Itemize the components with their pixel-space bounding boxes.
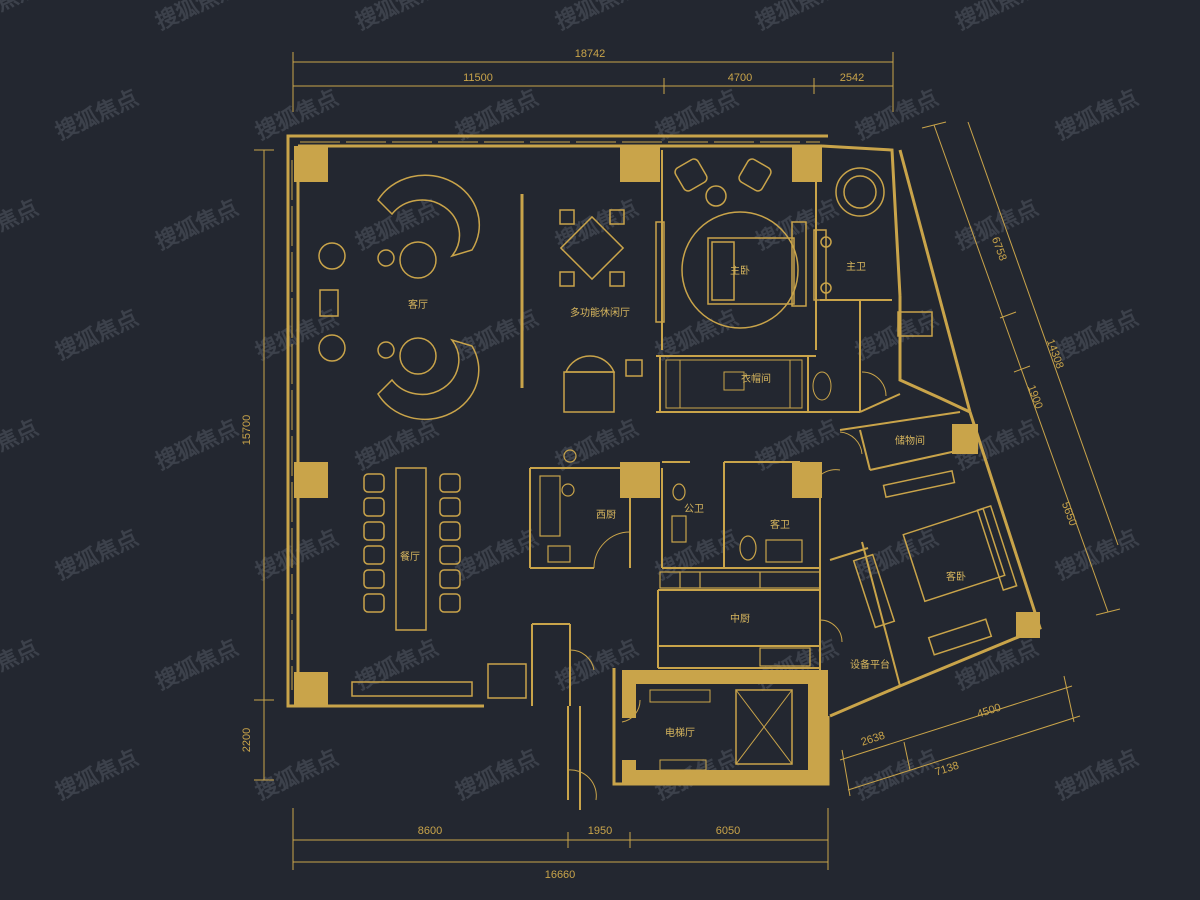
watermark-text: 搜狐焦点 [1052, 305, 1143, 366]
watermark-text: 搜狐焦点 [752, 0, 843, 35]
dim-wing-b: 4500 [976, 702, 1003, 721]
watermark-text: 搜狐焦点 [752, 635, 843, 696]
watermark-text: 搜狐焦点 [952, 635, 1043, 696]
elevator-hall-walls [622, 670, 828, 784]
watermark-text: 搜狐焦点 [352, 415, 443, 476]
watermark-text: 搜狐焦点 [0, 195, 42, 256]
label-guest-bed: 客卧 [946, 570, 966, 583]
label-elevator-hall: 电梯厅 [665, 726, 695, 739]
watermark-text: 搜狐焦点 [0, 415, 42, 476]
watermark-text: 搜狐焦点 [552, 195, 643, 256]
dim-bottom-total: 16660 [545, 869, 576, 881]
watermark-text: 搜狐焦点 [852, 305, 943, 366]
watermark-text: 搜狐焦点 [1052, 745, 1143, 806]
label-chinese-kitchen: 中厨 [730, 612, 750, 625]
watermark-text: 搜狐焦点 [252, 745, 343, 806]
dining-furniture [351, 467, 527, 699]
label-master-bed: 主卧 [730, 264, 750, 277]
interior-walls [529, 150, 971, 810]
multi-function-furniture [520, 194, 665, 413]
watermark-text: 搜狐焦点 [352, 635, 443, 696]
dim-right-b: 1900 [1025, 383, 1045, 410]
label-public-bath: 公卫 [684, 504, 704, 515]
label-equipment: 设备平台 [850, 658, 890, 671]
watermark-text: 搜狐焦点 [52, 85, 143, 146]
dim-left-a: 15700 [241, 415, 253, 446]
watermark-text: 搜狐焦点 [0, 0, 42, 35]
watermark-text: 搜狐焦点 [352, 0, 443, 35]
dim-right-a: 6758 [989, 235, 1009, 262]
watermark-text: 搜狐焦点 [52, 305, 143, 366]
label-western-kitchen: 西厨 [596, 509, 616, 521]
structural-columns [294, 146, 1040, 706]
label-dining: 餐厅 [400, 550, 420, 563]
closet-fixtures [665, 359, 832, 409]
watermark-text: 搜狐焦点 [452, 525, 543, 586]
label-master-bath: 主卫 [846, 261, 866, 273]
label-multi: 多功能休闲厅 [570, 306, 630, 319]
label-guest-bath: 客卫 [770, 518, 790, 531]
watermark-text: 搜狐焦点 [0, 635, 42, 696]
kitchen-fixtures [539, 449, 821, 667]
watermark-text: 搜狐焦点 [1052, 525, 1143, 586]
watermark-text: 搜狐焦点 [852, 745, 943, 806]
dim-top-b: 4700 [728, 72, 752, 84]
window-marks [291, 141, 820, 690]
watermark-text: 搜狐焦点 [152, 415, 243, 476]
watermark-text: 搜狐焦点 [452, 305, 543, 366]
watermark-text: 搜狐焦点 [652, 525, 743, 586]
watermark-text: 搜狐焦点 [952, 0, 1043, 35]
master-bath-fixtures [813, 167, 933, 337]
watermark-text: 搜狐焦点 [52, 745, 143, 806]
watermark-text: 搜狐焦点 [152, 635, 243, 696]
dim-bottom-a: 8600 [418, 825, 442, 837]
dim-bottom-b: 1950 [588, 825, 612, 837]
dim-wing-a: 2638 [860, 730, 887, 749]
watermark-text: 搜狐焦点 [1052, 85, 1143, 146]
label-storage: 储物间 [895, 434, 925, 447]
dim-top-a: 11500 [463, 72, 493, 84]
dim-left-b: 2200 [241, 728, 253, 752]
watermark-text: 搜狐焦点 [852, 85, 943, 146]
label-closet: 衣帽间 [741, 372, 771, 385]
living-room-furniture [318, 174, 481, 420]
watermark-text: 搜狐焦点 [52, 525, 143, 586]
dim-top-total: 18742 [575, 48, 606, 60]
dim-top-c: 2542 [840, 72, 864, 84]
watermark-layer: 搜狐焦点搜狐焦点搜狐焦点搜狐焦点搜狐焦点搜狐焦点搜狐焦点搜狐焦点搜狐焦点搜狐焦点… [0, 0, 1142, 805]
guest-bedroom-furniture [852, 469, 1018, 656]
watermark-text: 搜狐焦点 [152, 195, 243, 256]
dimension-lines [254, 52, 1121, 870]
label-living: 客厅 [408, 298, 428, 311]
watermark-text: 搜狐焦点 [552, 0, 643, 35]
dim-right-c: 5650 [1059, 500, 1079, 527]
watermark-text: 搜狐焦点 [152, 0, 243, 35]
watermark-text: 搜狐焦点 [452, 745, 543, 806]
dim-bottom-c: 6050 [716, 825, 740, 837]
master-bedroom-furniture [674, 158, 807, 329]
door-swings [567, 371, 887, 801]
